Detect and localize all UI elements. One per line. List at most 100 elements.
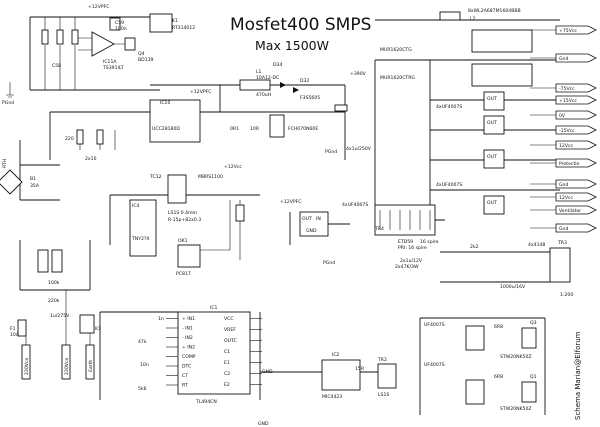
ic1-label: IC1	[210, 305, 218, 311]
tr2-note: LS1S	[378, 392, 389, 398]
r-6r8-bot: 6R8	[494, 374, 503, 380]
l2-label: L2	[470, 16, 476, 22]
k1-part: RT314012	[172, 25, 195, 31]
cx-val: 1u/275V	[50, 313, 70, 319]
c-snub-label: 2x1u/12V	[400, 258, 423, 264]
pwm-ic1-tl494	[177, 311, 251, 395]
ic1-pin-right-1: VREF	[224, 327, 236, 333]
resistor-r-pfc2	[96, 129, 104, 145]
ic1-pin-left-4: COMP	[182, 354, 196, 360]
diode-d32	[293, 87, 299, 93]
c58-label: C58	[52, 63, 61, 69]
resistor-r-top3	[71, 29, 79, 45]
r-sh-val: 2x10	[85, 156, 97, 162]
r220k-label: 220k	[48, 298, 60, 304]
ic1-part: TL494CN	[195, 399, 217, 405]
output-label-out-gnd2: Gnd	[559, 182, 568, 188]
output-label-out-15: +15Vcc	[559, 98, 577, 104]
output-terminal-out-prot[interactable]	[555, 158, 597, 168]
reg-pin-gnd: GND	[306, 228, 317, 234]
half-bridge-section: Q3 STW20NK50Z Q1 STW20NK50Z UF4007S UF40…	[419, 317, 546, 415]
ic1-pin-right-3: C1	[224, 349, 230, 355]
l1-value: 10A12-DC	[256, 75, 279, 81]
c-x-label: 2x47K/3W	[395, 264, 419, 270]
d32-part: F3S5605	[300, 95, 320, 101]
bridge-b1	[0, 169, 23, 195]
mosfet-pfc-part: FCH070N60E	[288, 126, 318, 132]
l1-label: L1	[256, 69, 262, 75]
earth-label: Earth	[88, 360, 94, 372]
rth-label: RTH	[2, 159, 8, 168]
output-terminal-out-m15[interactable]	[555, 125, 597, 135]
tr3-label: TR3	[557, 240, 567, 246]
aux-supply-section: IC4 TNY2?X TC12 LS1S 0.4mm R-15p+82x0.3 …	[109, 164, 260, 277]
c-bulk-label: 4x1u/250V	[346, 146, 372, 152]
output-label-out-gnd3: Gnd	[559, 226, 568, 232]
ic4-label: IC4	[132, 203, 140, 209]
output-terminal-out-gnd2[interactable]	[555, 179, 597, 189]
b1-val: 35A	[30, 183, 40, 189]
output-terminal-out-gnd3[interactable]	[555, 223, 597, 233]
r-gate-val: 10R	[250, 126, 260, 132]
regulator-section: OUT IN GND +12VPFC PGnd 4xUF4007S	[280, 199, 368, 266]
output-label-out-0v: 0V	[559, 113, 566, 119]
output-label-out-gnd1: Gnd	[559, 56, 568, 62]
mbrs-label: MBRS1100	[198, 174, 223, 180]
k1-contact-label: K1	[95, 326, 101, 332]
pgnd-reg-label: PGnd	[323, 260, 335, 266]
rail-label-aux: +12Vcc	[224, 164, 242, 170]
output-terminal-out-0v[interactable]	[555, 110, 597, 120]
c59-val: 100n	[115, 26, 127, 32]
driver-section: IC2 MIC4423 TR2 LS1S 15R	[260, 352, 397, 400]
reg-out-3-pin: OUT	[487, 154, 497, 160]
ic1-pin-left-5: DTC	[182, 364, 191, 370]
output-terminal-out-12b[interactable]	[555, 192, 597, 202]
output-label-out-m15: -15Vcc	[559, 128, 575, 134]
gate-transformer-tr2	[377, 363, 397, 389]
r-5k6-label: 5k6	[138, 386, 147, 392]
reg-out-1-pin: OUT	[487, 96, 497, 102]
ic4-tny	[129, 199, 157, 257]
output-terminal-out-75[interactable]	[555, 25, 597, 35]
mur-ctrg-label: MUR1620CTRG	[380, 75, 415, 81]
ac-input-1-label: 230Vca	[24, 358, 30, 375]
resistor-r-pfc1	[76, 129, 84, 145]
ic1-pin-right-4: E1	[224, 360, 230, 366]
q4-part: BD139	[138, 57, 154, 63]
output-terminal-out-m75[interactable]	[555, 83, 597, 93]
output-terminal-out-vent[interactable]	[555, 205, 597, 215]
page-title: Mosfet400 SMPS	[230, 15, 371, 35]
uf-diodes-label: 4xUF4007S	[342, 202, 368, 208]
regulator-out-4	[483, 195, 505, 215]
inductor-l2	[439, 11, 461, 21]
c1000u-label: 1000u/16V	[500, 284, 526, 290]
output-terminal-out-gnd1[interactable]	[555, 53, 597, 63]
ic10-part: UCC28180D	[152, 126, 180, 132]
output-terminal-out-12a[interactable]	[555, 140, 597, 150]
ic1-pin-right-6: E2	[224, 382, 230, 388]
ic2-label: IC2	[332, 352, 340, 358]
d34-label: D34	[273, 62, 282, 68]
fuse-f1	[17, 319, 27, 337]
mur-ctg-label: MUR1620CTG	[380, 47, 412, 53]
tr4-label: TR4	[374, 226, 384, 232]
pgnd-label: PGnd	[2, 100, 14, 106]
d-uf-bot: UF4007S	[424, 362, 445, 368]
output-label-out-m75: -75Vcc	[559, 86, 575, 92]
main-transformer-section: TR4 ETD59 PRI: 16 spire 16 spire 2x1u/12…	[374, 60, 445, 270]
resistor-r-top1	[41, 29, 49, 45]
output-terminal-out-15[interactable]	[555, 95, 597, 105]
d-uf-top: UF4007S	[424, 322, 445, 328]
output-label-out-12b: 12Vcc	[559, 195, 574, 201]
gnd-ic1b-label: GND	[258, 421, 269, 427]
q1-label: Q1	[530, 374, 537, 380]
mosfet-q1	[521, 381, 537, 403]
tr4-sec: ETD59	[398, 239, 413, 245]
r100k-label: 100k	[48, 280, 60, 286]
relay-k1	[149, 13, 173, 33]
gate-driver-bottom	[465, 379, 485, 405]
capacitor-bank-pos	[471, 29, 533, 53]
ic4-part: TNY2?X	[131, 236, 150, 242]
ic11-part: TS391ILT	[102, 65, 124, 71]
